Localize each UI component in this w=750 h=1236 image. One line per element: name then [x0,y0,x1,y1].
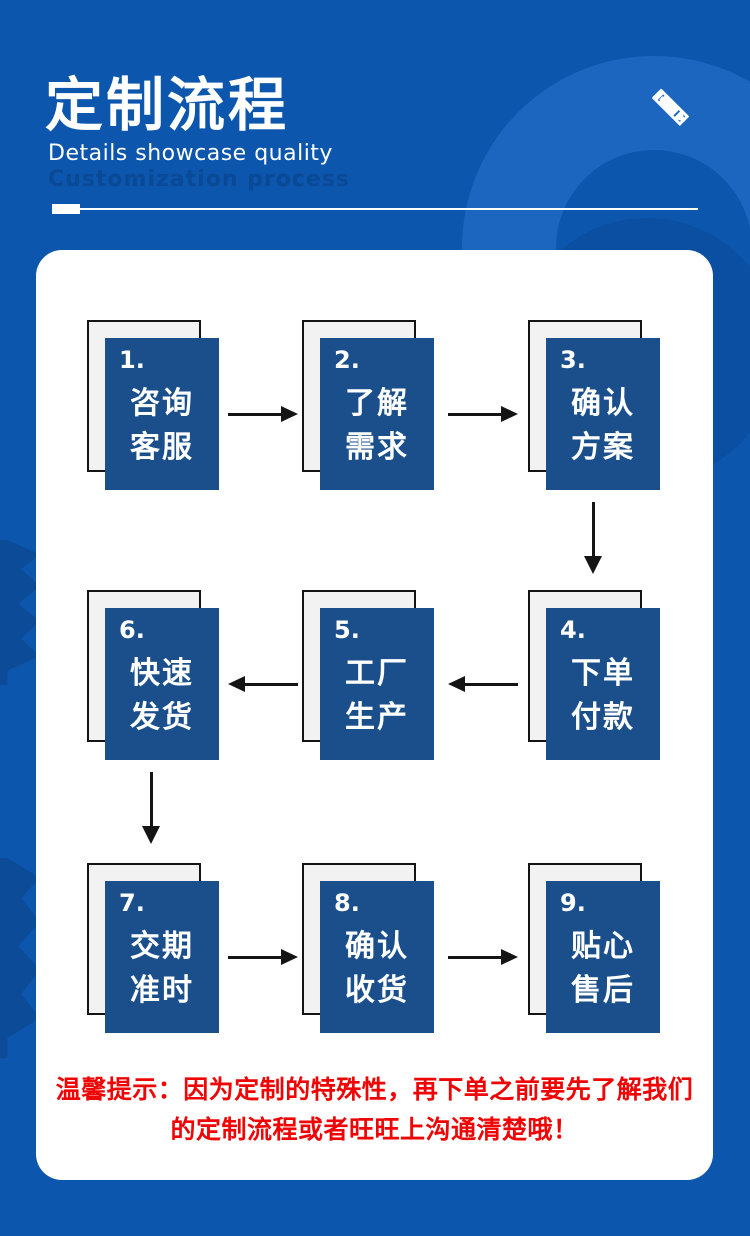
step-number: 3. [560,346,586,374]
step-label: 工厂 生产 [320,652,434,740]
page-subtitle: Details showcase quality [48,141,333,166]
step-card-1: 1. 咨询 客服 [87,320,220,491]
gear-decoration [0,540,40,685]
step-number: 7. [119,889,145,917]
arrow-right-icon [228,406,298,422]
step-number: 6. [119,616,145,644]
step-card-2: 2. 了解 需求 [302,320,435,491]
step-label-line1: 交期 [130,929,194,964]
arrow-left-icon [228,676,298,692]
step-front-card: 6. 快速 发货 [105,608,219,760]
step-label: 确认 收货 [320,925,434,1013]
step-label-line1: 咨询 [130,386,194,421]
step-label: 交期 准时 [105,925,219,1013]
step-front-card: 5. 工厂 生产 [320,608,434,760]
step-label-line1: 工厂 [345,656,409,691]
arrow-left-icon [448,676,518,692]
step-label: 下单 付款 [546,652,660,740]
gear-decoration [0,858,40,1058]
step-front-card: 8. 确认 收货 [320,881,434,1033]
arrow-right-icon [448,949,518,965]
step-number: 4. [560,616,586,644]
step-front-card: 4. 下单 付款 [546,608,660,760]
step-label-line2: 准时 [130,973,194,1008]
step-label: 快速 发货 [105,652,219,740]
step-card-4: 4. 下单 付款 [528,590,661,761]
step-label: 咨询 客服 [105,382,219,470]
step-card-8: 8. 确认 收货 [302,863,435,1034]
step-number: 2. [334,346,360,374]
divider-line [52,208,698,210]
step-front-card: 1. 咨询 客服 [105,338,219,490]
step-card-9: 9. 贴心 售后 [528,863,661,1034]
step-label: 贴心 售后 [546,925,660,1013]
step-card-6: 6. 快速 发货 [87,590,220,761]
arrow-down-icon [584,502,602,574]
step-label-line2: 付款 [571,700,635,735]
pencil-ruler-icon [652,88,690,126]
warning-text-line2: 的定制流程或者旺旺上沟通清楚哦！ [170,1115,579,1144]
divider-accent-block [52,204,80,214]
step-number: 5. [334,616,360,644]
step-label-line2: 方案 [571,430,635,465]
step-label-line1: 下单 [571,656,635,691]
ghost-subtitle: Customization process [48,167,351,192]
step-card-7: 7. 交期 准时 [87,863,220,1034]
step-number: 1. [119,346,145,374]
step-label-line2: 需求 [345,430,409,465]
arrow-right-icon [448,406,518,422]
page-title: 定制流程 [45,71,290,139]
step-label-line1: 确认 [571,386,635,421]
step-label: 了解 需求 [320,382,434,470]
step-label-line2: 生产 [345,700,409,735]
step-front-card: 2. 了解 需求 [320,338,434,490]
step-front-card: 3. 确认 方案 [546,338,660,490]
step-label-line2: 售后 [571,973,635,1008]
step-label-line2: 发货 [130,700,194,735]
arrow-right-icon [228,949,298,965]
step-label-line1: 贴心 [571,929,635,964]
step-card-3: 3. 确认 方案 [528,320,661,491]
step-card-5: 5. 工厂 生产 [302,590,435,761]
step-label: 确认 方案 [546,382,660,470]
step-front-card: 9. 贴心 售后 [546,881,660,1033]
step-front-card: 7. 交期 准时 [105,881,219,1033]
step-label-line2: 收货 [345,973,409,1008]
flow-card: 1. 咨询 客服 2. 了解 需求 3. 确认 [36,250,713,1180]
warning-text-line1: 温馨提示：因为定制的特殊性，再下单之前要先了解我们 [55,1075,694,1104]
step-label-line1: 快速 [130,656,194,691]
step-label-line1: 了解 [345,386,409,421]
step-number: 9. [560,889,586,917]
step-number: 8. [334,889,360,917]
step-label-line1: 确认 [345,929,409,964]
arrow-down-icon [142,772,160,844]
step-label-line2: 客服 [130,430,194,465]
